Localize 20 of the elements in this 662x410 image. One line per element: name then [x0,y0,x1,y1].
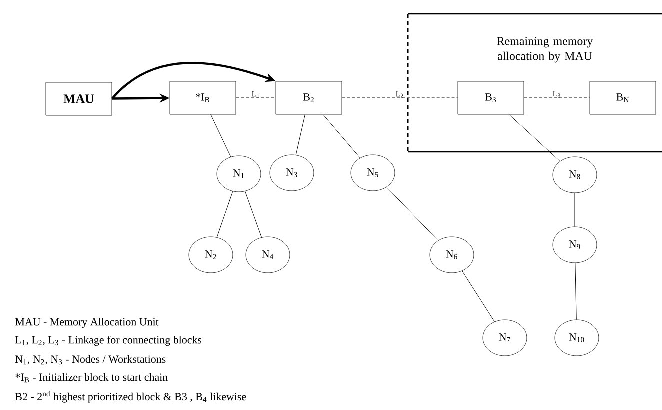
block-box: *I$_{B}$ [170,81,236,115]
block-box: B$_{2}$ [276,81,342,115]
tree-line [216,191,234,238]
tree-line [462,270,495,322]
tree-line [575,262,577,320]
legend-note: MAU - Memory Allocation Unit [16,318,159,328]
block-box: MAU [46,82,112,116]
legend-note: N$_{1}$, N$_{2}$, N$_{3}$ - Nodes / Workstations [16,355,166,365]
tree-line [245,191,262,238]
tree-line [210,114,232,158]
tree-line [386,187,438,241]
tree-line [508,114,560,162]
legend-note: L$_{1}$, L$_{2}$, L$_{3}$ - Linkage for connecting blocks [16,336,202,346]
tree-line [323,114,361,158]
block-box: B$_{3}$ [458,81,524,115]
tree-line [296,114,306,156]
legend-note: B2 - 2$^{nd}$ highest prioritized block & B3 , B$_{4}$ likewise [16,391,246,403]
block-box: B$_{N}$ [590,81,656,115]
legend-note: *I$_{B}$ - Initializer block to start chain [16,373,168,383]
tree-line [574,192,576,228]
